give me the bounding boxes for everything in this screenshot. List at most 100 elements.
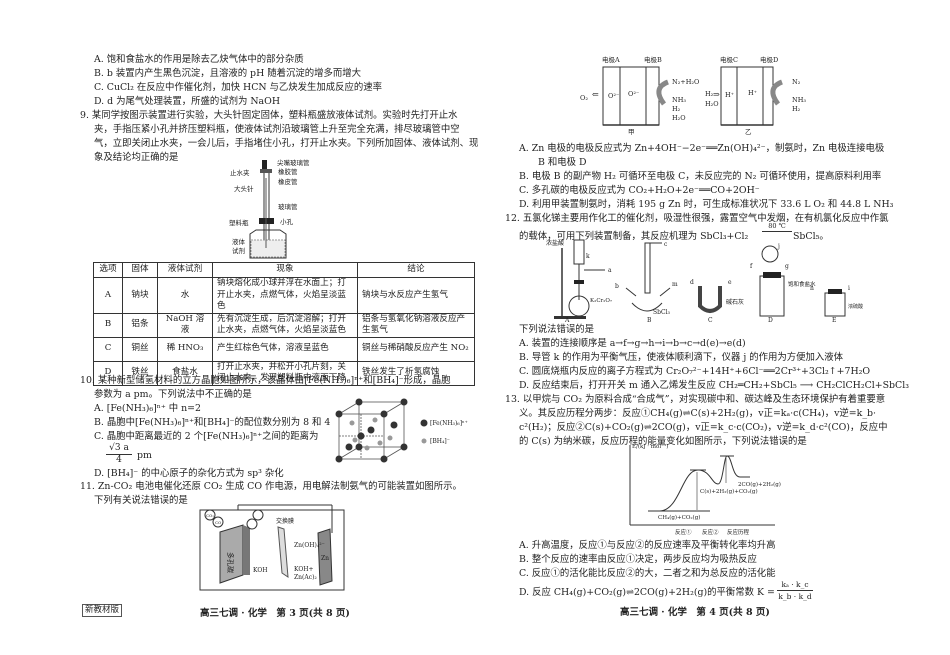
q8-option-a: A. 饱和食盐水的作用是除去乙炔气体中的部分杂质: [94, 54, 304, 65]
table-cell: 铁丝发生了析氢腐蚀: [357, 360, 475, 386]
crystal-legend: [Fe(NH₃)₆]ⁿ⁺ [BH₄]⁻: [420, 419, 468, 445]
figure-label: 小孔: [280, 217, 294, 226]
page-footer-left: 高三七调 · 化学 第 3 页(共 8 页): [200, 608, 350, 619]
figure-label: H₂O: [672, 114, 686, 122]
table-header-row: 选项 固体 液体试剂 现象 结论: [93, 262, 475, 278]
table-cell: 水: [157, 277, 213, 314]
figure-label: 液体: [232, 237, 246, 246]
table-cell: 铜丝与稀硝酸反应产生 NO₂: [357, 336, 475, 362]
table-cell: 钠块熔化成小球并浮在水面上；打开止水夹，点燃气体，火焰呈淡蓝色: [212, 277, 358, 314]
figure-label: O₂: [580, 94, 588, 102]
q13-stem: 义。其反应历程分两步：反应①CH₄(g)⇌C(s)+2H₂(g)，v正=kₐ·c…: [519, 408, 877, 419]
svg-text:⇒: ⇒: [713, 90, 720, 99]
figure-label: i: [848, 285, 850, 292]
q8-option-d: D. d 为尾气处理装置，所盛的试剂为 NaOH: [94, 96, 281, 107]
figure-label: 饱和食盐水: [788, 280, 816, 288]
table-header: 液体试剂: [157, 262, 213, 278]
fe-complex-marker: [420, 419, 428, 427]
figure-label: 大头针: [234, 184, 254, 193]
figure-label: B: [647, 317, 652, 324]
figure-label: f: [750, 263, 753, 270]
q11-option-c: C. 多孔碳的电极反应式为 CO₂+H₂O+2e⁻══CO+2OH⁻: [519, 185, 760, 196]
q12-stem: 12. 五氯化锑主要用作化工的催化剂，吸湿性很强，露置空气中发烟，在有机氯化反应…: [505, 213, 889, 224]
fraction-numerator: kₐ · k_c: [777, 579, 813, 591]
figure-label: CH₄(g)+CO₂(g): [658, 514, 700, 521]
figure-label: m: [672, 281, 678, 288]
q13-option-c: C. 反应①的活化能比反应②的大，二者之和为总反应的活化能: [519, 568, 776, 579]
figure-label: N₂: [792, 78, 801, 86]
energy-profile-figure: E/(kJ · mol⁻¹) CH₄(g)+CO₂(g) C(s)+2H₂(g)…: [629, 443, 781, 536]
figure-label: C(s)+2H₂(g)+CO₂(g): [700, 488, 758, 495]
figure-label: 试剂: [232, 246, 245, 255]
figure-label: 橡胶管: [278, 167, 298, 176]
q13-option-b: B. 整个反应的速率由反应①决定，两步反应均为吸热反应: [519, 554, 757, 565]
figure-label: 电极D: [760, 55, 778, 64]
figure-label: E: [832, 317, 836, 324]
table-header: 结论: [357, 262, 475, 278]
figure-label: 浓盐酸: [546, 239, 564, 247]
figure-label: H₂: [792, 105, 801, 113]
table-header: 固体: [122, 262, 158, 278]
q12-option-c: C. 圆底烧瓶内反应的离子方程式为 Cr₂O₇²⁻+14H⁺+6Cl⁻══2Cr…: [519, 366, 871, 377]
figure-label: k: [586, 253, 590, 260]
q9-stem: 夹，手指压紧小孔并挤压塑料瓶，使液体试剂沿玻璃管上升至完全充满，排尽玻璃管中空: [94, 124, 460, 135]
q9-apparatus-figure: 尖嘴玻璃管 止水夹 橡胶管 橡皮管 大头针 玻璃管 塑料瓶 小孔 液体 试剂: [229, 158, 310, 259]
q12-option-b: B. 导管 k 的作用为平衡气压，使液体顺利滴下，仪器 j 的作用为方便加入液体: [519, 352, 843, 363]
svg-text:⇐: ⇐: [592, 90, 599, 99]
q10-option-c: C. 晶胞中距离最近的 2 个[Fe(NH₃)₆]ⁿ⁺之间的距离为: [94, 431, 319, 442]
q12-product: SbCl₅。: [793, 231, 829, 242]
figure-label: K₂Cr₂O₇: [590, 298, 613, 304]
q10-distance-fraction: √3 a 4: [106, 443, 132, 466]
table-header: 选项: [93, 262, 123, 278]
table-cell: 钠块与水反应产生氢气: [357, 277, 475, 314]
table-header: 现象: [212, 262, 358, 278]
table-cell: 打开止水夹，并松开小孔片刻，关闭止水夹，发现塑料瓶中液面下降: [212, 360, 358, 386]
figure-label: H₂: [705, 90, 714, 98]
figure-label: 橡皮管: [278, 177, 298, 186]
q11-stem: 下列有关说法错误的是: [94, 495, 188, 506]
q8-option-b: B. b 装置内产生黑色沉淀，且溶液的 pH 随着沉淀的增多而增大: [94, 68, 361, 79]
q10-option-b: B. 晶胞中[Fe(NH₃)₆]ⁿ⁺和[BH₄]⁻的配位数分别为 8 和 4: [94, 417, 331, 428]
figure-label: 反应历程: [727, 528, 750, 536]
q12-reaction-condition: 80 ℃: [762, 222, 792, 232]
figure-label: H₂: [672, 105, 681, 113]
q8-option-c: C. CuCl₂ 在反应中作催化剂，加快 HCN 与乙炔发生加成反应的速率: [94, 82, 383, 93]
edition-badge: 新教材版: [82, 604, 123, 617]
figure-label: H⁺: [725, 91, 734, 99]
figure-label: d: [690, 279, 694, 286]
crystal-cell-figure: [335, 398, 408, 463]
figure-label: 浓硫酸: [848, 303, 863, 310]
page-footer-right: 高三七调 · 化学 第 4 页(共 8 页): [620, 607, 770, 618]
q13-stem: 的 C(s) 为纳米碳，反应历程的能量变化如图所示，下列说法错误的是: [519, 436, 807, 447]
figure-label: D: [768, 317, 773, 324]
q13-k-fraction: kₐ · k_c k_b · k_d: [777, 579, 813, 602]
table-cell: 铜丝: [122, 336, 158, 362]
q11-option-a: A. Zn 电极的电极反应式为 Zn+4OH⁻−2e⁻══Zn(OH)₄²⁻，制…: [519, 143, 885, 154]
q11-option-b: B. 电极 B 的副产物 H₂ 可循环至电极 C，未反应完的 N₂ 可循环使用，…: [519, 171, 882, 182]
figure-label: H⁺: [748, 89, 757, 97]
fraction-denominator: 4: [116, 455, 122, 465]
figure-label: KOH+: [294, 566, 314, 573]
figure-label: O²⁻: [628, 90, 639, 98]
figure-label: CO: [215, 520, 222, 525]
table-cell: 铝条: [122, 312, 158, 338]
table-cell: 产生红棕色气体，溶液呈蓝色: [212, 336, 358, 362]
q13-option-d: D. 反应 CH₄(g)+CO₂(g)⇌2CO(g)+2H₂(g)的平衡常数 K…: [519, 587, 775, 598]
table-cell: 铝条与氢氧化钠溶液反应产生氢气: [357, 312, 475, 338]
q10-stem: 参数为 a pm。下列说法中不正确的是: [94, 389, 252, 400]
q10-option-a: A. [Fe(NH₃)₆]ⁿ⁺ 中 n=2: [94, 403, 201, 414]
figure-label: 多孔碳: [226, 552, 235, 573]
table-cell: A: [93, 277, 123, 314]
q9-stem: 9. 某同学按图示装置进行实验，大头针固定固体，塑料瓶盛放液体试剂。实验时先打开…: [80, 110, 458, 121]
q11-option-d: D. 利用甲装置制氨时，消耗 195 g Zn 时，可生成标准状况下 33.6 …: [519, 199, 894, 210]
figure-label: a: [608, 267, 612, 274]
q13-stem: c²(H₂)；反应②C(s)+CO₂(g)⇌2CO(g)，v正=k_c·c(CO…: [519, 422, 888, 433]
figure-label: 碱石灰: [726, 298, 744, 306]
table-cell: NaOH 溶液: [157, 312, 213, 338]
q10-unit: pm: [137, 450, 152, 461]
figure-label: [BH₄]⁻: [430, 438, 450, 445]
